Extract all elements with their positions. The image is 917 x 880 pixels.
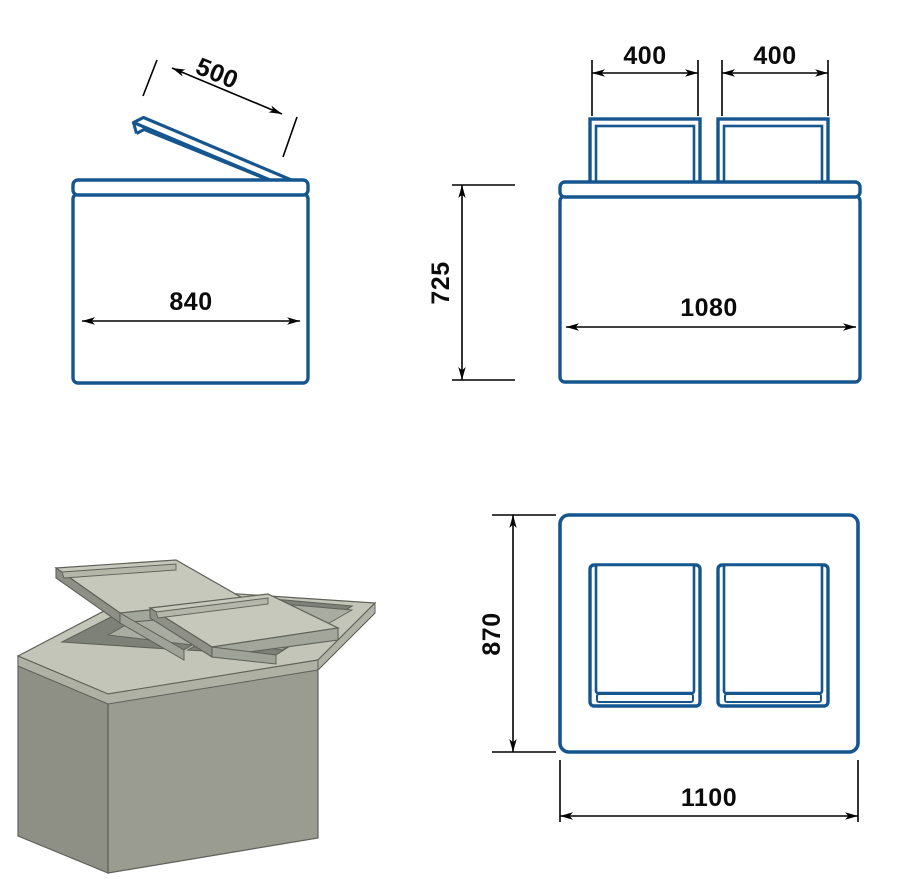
dim-725-label: 725: [427, 261, 455, 304]
lid-right-inner: [722, 124, 824, 187]
dim-1100: 1100: [559, 760, 859, 822]
dim-1080: 1080: [566, 294, 856, 331]
iso-lid-left-rib: [61, 563, 177, 579]
dim-400-left: 400: [591, 42, 699, 116]
dim-725: 725: [427, 184, 515, 381]
side-view-body: [71, 178, 310, 385]
lid-left-inner: [594, 124, 696, 187]
iso-lid-right: [148, 593, 341, 665]
front-body-top-rim: [558, 180, 862, 199]
dim-840: 840: [82, 288, 300, 325]
front-view-group: 400 400 725 1080: [427, 42, 862, 384]
iso-lid-right-support: [211, 646, 277, 665]
dim-870-label: 870: [478, 612, 506, 655]
lid-hinge-end: [132, 122, 138, 134]
lid-inner-edge: [135, 128, 297, 193]
front-view-lid-right: [716, 117, 830, 187]
iso-lid-left-support: [119, 612, 185, 661]
plan-opening-right-hinge: [724, 693, 822, 703]
side-view-group: 500 840: [71, 52, 310, 385]
dim-400-right-label: 400: [753, 42, 796, 70]
front-view-lid-left: [588, 117, 702, 187]
isometric-view-group: [16, 559, 377, 874]
plan-opening-left-hinge: [596, 693, 694, 703]
dim-1100-label: 1100: [681, 784, 737, 812]
plan-opening-right-inner: [722, 563, 824, 695]
plan-opening-right: [716, 563, 830, 708]
dim-1080-label: 1080: [680, 294, 738, 322]
dim-400-right: 400: [721, 42, 829, 116]
plan-opening-left-inner: [594, 563, 696, 695]
iso-lid-left: [54, 559, 248, 661]
dim-500-ext-line-1: [142, 59, 158, 97]
dim-840-label: 840: [169, 288, 212, 316]
dim-500-line: [171, 67, 283, 115]
dim-870: 870: [478, 514, 556, 753]
iso-lid-right-rib: [155, 597, 269, 619]
front-view-body: [558, 180, 862, 384]
iso-top-right-edge: [317, 601, 376, 672]
plan-view-group: 870 1100: [478, 513, 860, 822]
body-top-rim: [71, 178, 310, 197]
dim-500-ext-line-2: [282, 116, 298, 158]
dim-400-left-label: 400: [623, 42, 666, 70]
front-body-outline: [558, 194, 862, 384]
plan-opening-left: [588, 563, 702, 708]
